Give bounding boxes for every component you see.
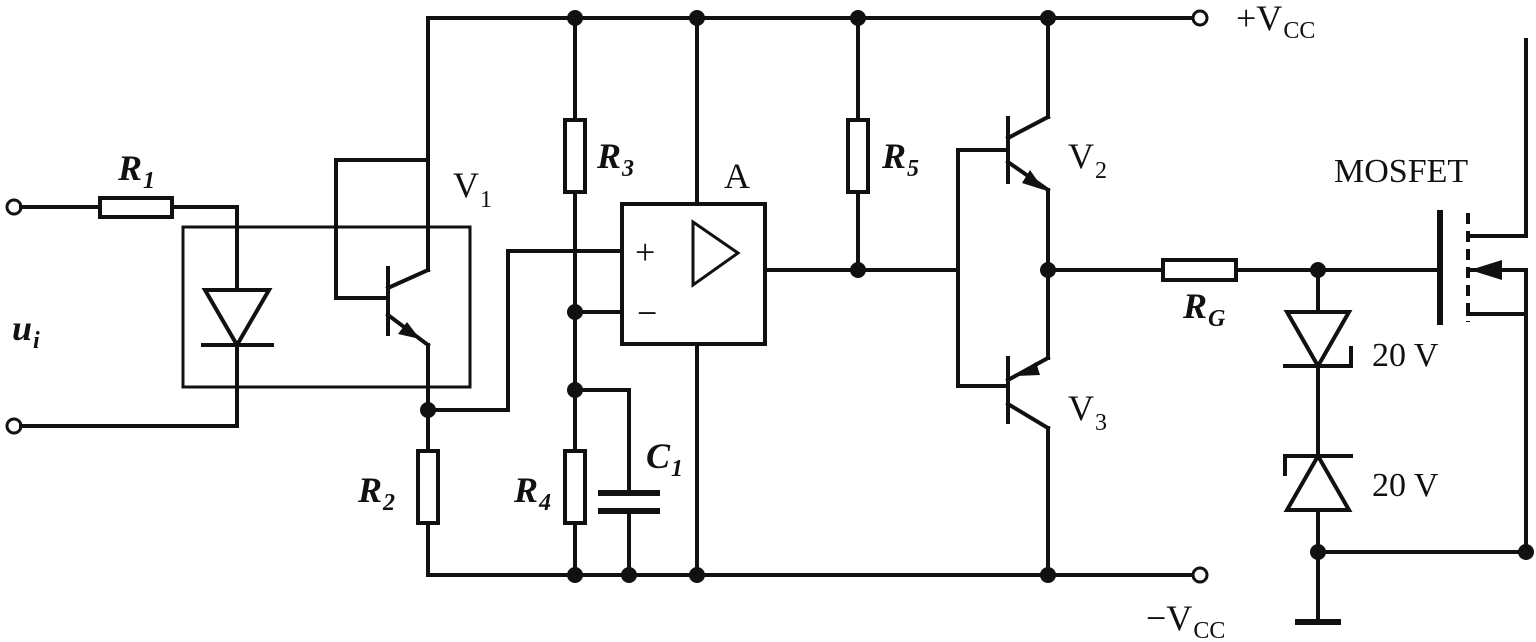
- label-noninverting-input: +: [635, 232, 655, 272]
- phototransistor-v1: [334, 158, 431, 412]
- label-r1: R1: [117, 148, 155, 194]
- label-negative-supply: −VCC: [1146, 598, 1225, 642]
- capacitor-c1: [598, 490, 660, 514]
- node-opamp-supply-bottom: [689, 567, 705, 583]
- label-v3: V3: [1068, 388, 1107, 436]
- node-v3-collector: [1040, 567, 1056, 583]
- zener-diode-bottom: [1283, 451, 1353, 512]
- label-v2: V2: [1068, 136, 1107, 184]
- resistor-r2: [416, 449, 440, 525]
- label-input-voltage: ui: [12, 308, 40, 354]
- resistor-rg: [1161, 258, 1238, 282]
- opamp-triangle-symbol: [691, 219, 741, 288]
- node-mosfet-source: [1518, 544, 1534, 560]
- label-c1: C1: [646, 436, 683, 482]
- label-positive-supply: +VCC: [1236, 0, 1315, 44]
- label-r4: R4: [513, 470, 551, 516]
- resistor-r1: [98, 196, 174, 219]
- label-v1: V1: [453, 165, 492, 213]
- zener-diode-top: [1283, 310, 1353, 371]
- label-amplifier: A: [724, 156, 750, 196]
- vcc-positive-terminal: [1191, 9, 1209, 27]
- optocoupler-led: [201, 288, 274, 349]
- label-mosfet: MOSFET: [1334, 153, 1468, 190]
- optocoupler-box: [181, 225, 472, 389]
- transistor-v2: [1005, 16, 1051, 272]
- label-r5: R5: [881, 136, 919, 182]
- resistor-r4: [563, 449, 587, 525]
- label-r3: R3: [596, 136, 634, 182]
- resistor-r3: [563, 118, 587, 194]
- label-zener-top-voltage: 20 V: [1372, 337, 1439, 374]
- node-v2-collector: [1040, 10, 1056, 26]
- input-terminal-top: [5, 198, 23, 216]
- transistor-v3: [1005, 268, 1051, 577]
- resistor-r5: [846, 118, 870, 194]
- input-terminal-bottom: [5, 417, 23, 435]
- node-r4-bottom: [567, 567, 583, 583]
- vcc-negative-terminal: [1191, 566, 1209, 584]
- label-zener-bottom-voltage: 20 V: [1372, 467, 1439, 504]
- node-c1-bottom: [621, 567, 637, 583]
- label-inverting-input: −: [637, 293, 657, 333]
- label-rg: RG: [1182, 286, 1226, 332]
- mosfet-symbol: [1437, 38, 1528, 554]
- node-opamp-output: [850, 262, 866, 278]
- label-r2: R2: [357, 470, 395, 516]
